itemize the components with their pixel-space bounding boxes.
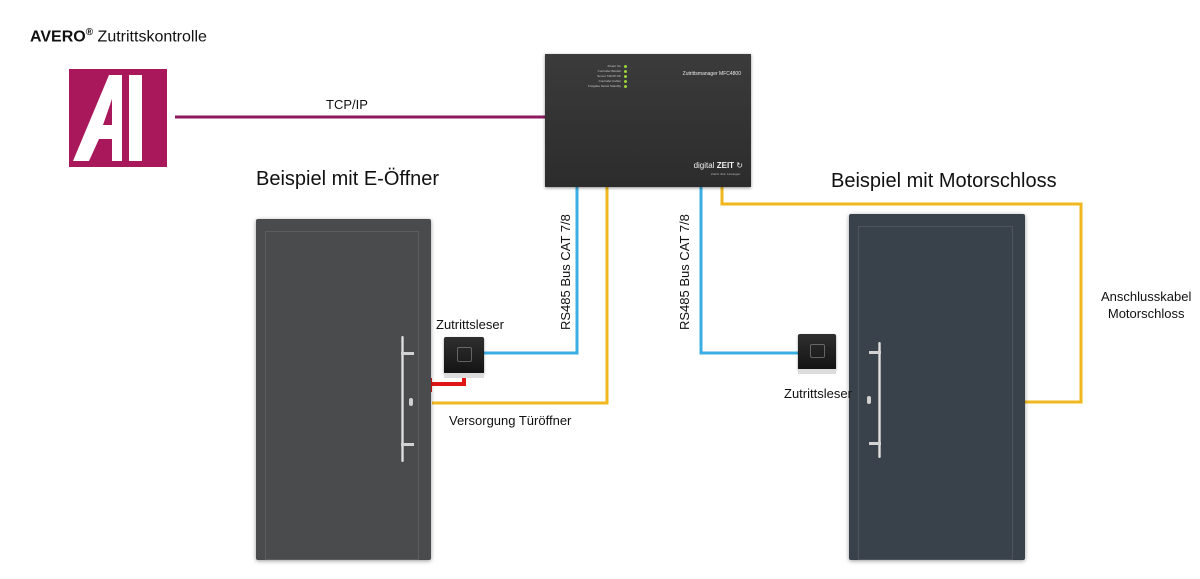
door-right-handle-bracket-bottom [869,442,881,445]
product-name: Zutrittskontrolle [97,28,207,46]
door-right-lock-cylinder [867,396,871,404]
access-controller: Power On Controller Betrieb Server TAF/I… [545,54,751,187]
brand-swirl-icon: ↻ [736,161,743,170]
motor-lock-cable-label: Anschlusskabel Motorschloss [1101,288,1191,322]
door-left-handle-bracket-bottom [401,443,414,446]
led-3: Server TAF/IP OK [565,74,627,79]
heading-e-opener-example: Beispiel mit E-Öffner [256,168,440,190]
logo-stripe [129,75,142,161]
reader-left-label: Zutrittsleser [436,317,504,332]
bus-line-left [484,186,579,355]
controller-brand-prefix: digital [693,161,715,170]
logo-letter-a [73,75,122,161]
controller-claim: Zutritt. Zeit. Lösungen. [710,172,741,176]
door-left-handle-bracket-top [401,352,414,355]
door-left-panel [265,231,419,560]
tcp-ip-label: TCP/IP [326,97,368,112]
led-5: Freigabe Netzw Standby [565,84,627,89]
bus-label-left: RS485 Bus CAT 7/8 [558,214,573,330]
brand-title: AVERO® Zutrittskontrolle [30,27,207,46]
door-right [849,214,1025,560]
motor-lock-cable-label-line2: Motorschloss [1107,306,1185,321]
bus-line-right [699,186,798,355]
led-1: Power On [565,64,627,69]
logo-letter-a-counter [103,99,112,125]
door-opener-power-line [432,186,609,405]
controller-brand-name: ZEIT [716,161,735,170]
access-reader-left [444,337,484,378]
motor-lock-cable-label-line1: Anschlusskabel [1101,289,1192,304]
led-4: Controller Fehler [565,79,627,84]
reader-left-base [444,373,484,378]
registered-mark: ® [85,27,94,38]
door-left-lock-cylinder [409,398,413,406]
door-left [256,219,431,560]
door-right-panel [858,226,1013,560]
door-left-handle [401,336,404,462]
led-2: Controller Betrieb [565,69,627,74]
controller-brand: digital ZEIT ↻ [694,161,743,170]
heading-motor-lock-example: Beispiel mit Motorschloss [831,170,1057,192]
reader-right-base [798,369,836,374]
reader-right-label: Zutrittsleser [784,386,852,401]
controller-model: Zutrittsmanager MFC4800 [682,71,741,77]
avero-logo [69,69,167,167]
bus-label-right: RS485 Bus CAT 7/8 [677,214,692,330]
brand-name: AVERO [30,28,86,46]
power-door-opener-label: Versorgung Türöffner [449,413,572,428]
access-reader-right [798,334,836,374]
motor-lock-cable-line [720,186,1083,404]
door-right-handle [878,342,881,458]
door-right-handle-bracket-top [869,351,881,354]
controller-led-panel: Power On Controller Betrieb Server TAF/I… [565,64,627,89]
